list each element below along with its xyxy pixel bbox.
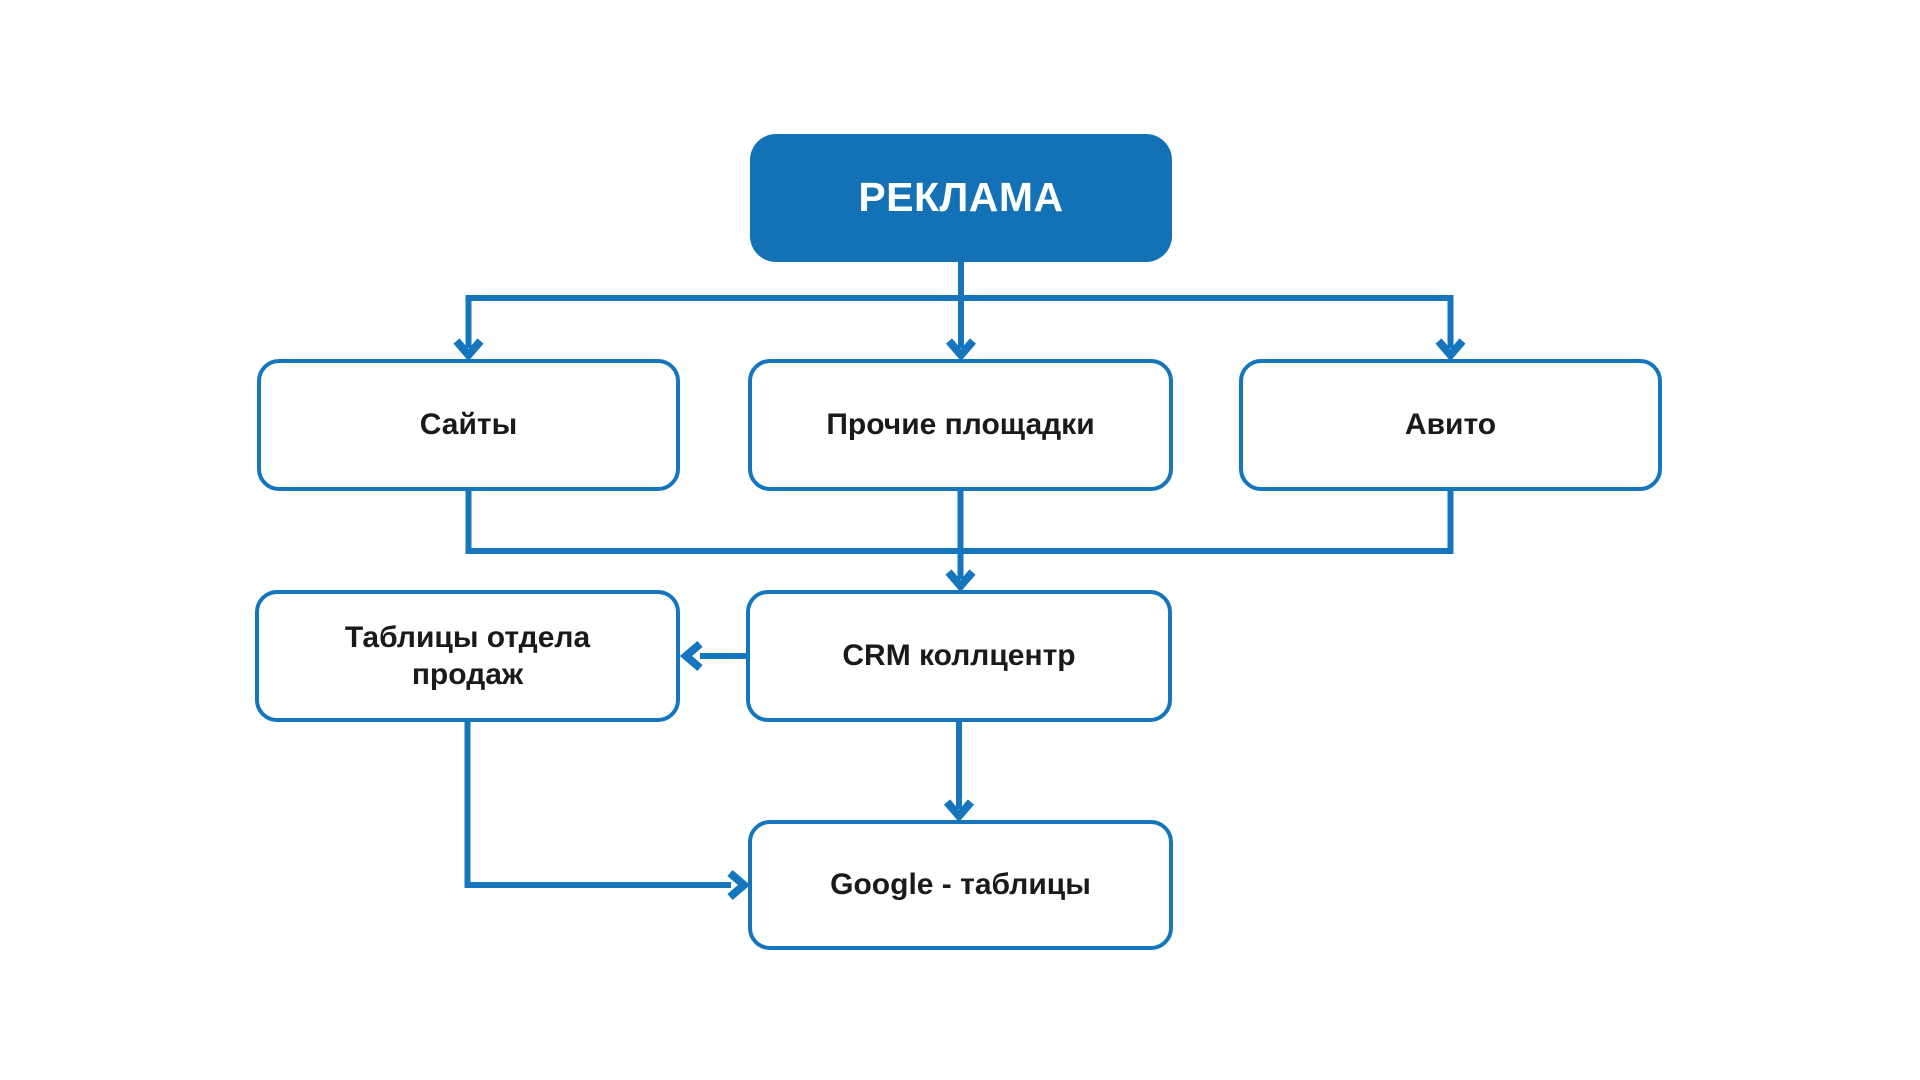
node-reklama: РЕКЛАМА: [750, 134, 1172, 262]
node-crm-label: CRM коллцентр: [842, 639, 1076, 673]
node-reklama-label: РЕКЛАМА: [858, 174, 1064, 221]
edge-sales-tables-google-sheets: [464, 720, 731, 888]
arrowhead-down-icon: [453, 338, 484, 362]
node-avito: Авито: [1239, 359, 1662, 491]
node-other-platforms: Прочие площадки: [748, 359, 1173, 491]
arrowhead-down-icon: [1435, 338, 1466, 362]
arrowhead-left-icon: [679, 640, 703, 672]
node-avito-label: Авито: [1404, 408, 1497, 442]
node-sales-tables: Таблицы отдела продаж: [255, 590, 680, 722]
node-sales-tables-label: Таблицы отдела продаж: [344, 620, 591, 692]
node-google-sheets-label: Google - таблицы: [830, 868, 1091, 902]
node-crm: CRM коллцентр: [746, 590, 1172, 722]
node-other-platforms-label: Прочие площадки: [826, 408, 1095, 442]
arrowhead-right-icon: [727, 869, 751, 901]
node-google-sheets: Google - таблицы: [748, 820, 1173, 950]
node-sites: Сайты: [257, 359, 680, 491]
arrowhead-down-icon: [945, 338, 977, 362]
arrowhead-down-icon: [945, 569, 976, 593]
arrowhead-down-icon: [943, 799, 975, 823]
node-sites-label: Сайты: [419, 408, 518, 442]
